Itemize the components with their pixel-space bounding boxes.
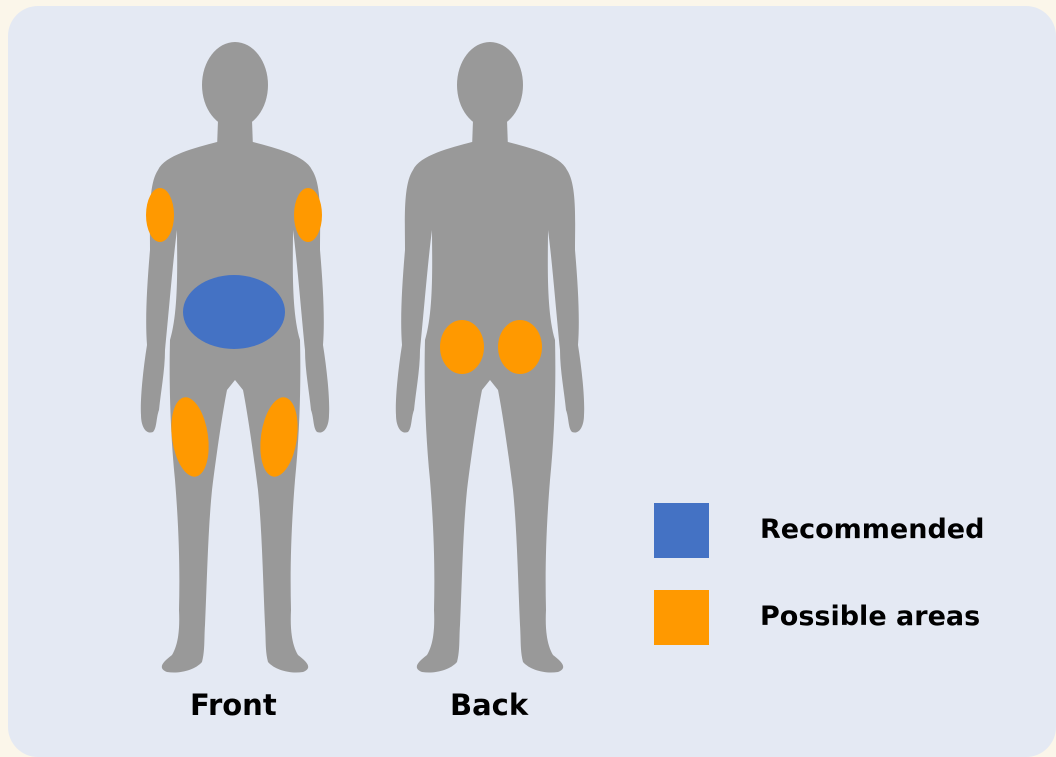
legend-recommended-label: Recommended	[760, 514, 984, 545]
front-right-arm-possible-area	[294, 188, 322, 242]
back-caption: Back	[450, 688, 528, 722]
abdomen-recommended-area	[183, 275, 285, 349]
front-figure	[141, 42, 329, 673]
front-left-arm-possible-area	[146, 188, 174, 242]
back-right-buttock-possible-area	[498, 320, 542, 374]
back-figure	[396, 42, 584, 673]
front-caption: Front	[190, 688, 277, 722]
back-left-buttock-possible-area	[440, 320, 484, 374]
legend-possible-swatch	[654, 590, 709, 645]
legend-recommended-swatch	[654, 503, 709, 558]
legend-possible-label: Possible areas	[760, 601, 980, 632]
